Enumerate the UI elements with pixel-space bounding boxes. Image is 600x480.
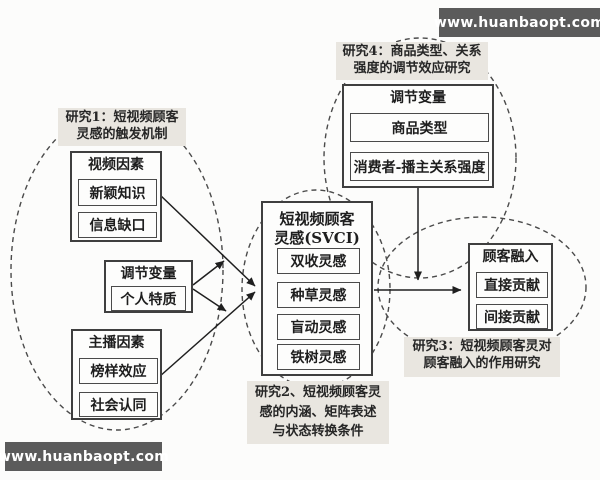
personal-moderator-box: 调节变量 个人特质 — [104, 260, 193, 313]
box-item-tieshu-inspiration: 铁树灵感 — [277, 344, 360, 370]
video-factors-box: 视频因素 新颖知识 信息缺口 — [70, 151, 162, 242]
personal-moderator-title: 调节变量 — [120, 266, 177, 282]
box-item-information-gap: 信息缺口 — [78, 212, 157, 238]
arrow-personal-moderator-upper-path — [192, 260, 225, 286]
study4-label: 研究4：商品类型、关系 强度的调节效应研究 — [336, 42, 488, 80]
svci-box: 短视频顾客 灵感(SVCI) 双收灵感 种草灵感 盲动灵感 铁树灵感 — [261, 201, 373, 376]
box-item-direct-contribution: 直接贡献 — [476, 272, 548, 298]
study1-label: 研究1：短视频顾客 灵感的触发机制 — [58, 108, 186, 146]
study3-label: 研究3：短视频顾客灵对 顾客融入的作用研究 — [404, 337, 560, 377]
streamer-factors-title: 主播因素 — [88, 335, 145, 351]
top-moderator-box: 调节变量 商品类型 消费者-播主关系强度 — [342, 84, 494, 188]
arrow-streamer-factors-to-svci — [158, 291, 256, 378]
box-item-role-model-effect: 榜样效应 — [79, 358, 158, 384]
top-moderator-title: 调节变量 — [390, 90, 446, 106]
customer-engagement-title: 顾客融入 — [482, 249, 539, 265]
box-item-mangdong-inspiration: 盲动灵感 — [277, 314, 360, 340]
box-item-consumer-streamer-tie-strength: 消费者-播主关系强度 — [350, 152, 489, 181]
streamer-factors-box: 主播因素 榜样效应 社会认同 — [71, 329, 162, 420]
watermark-banner-bottom: www.huanbaopt.com — [0, 442, 169, 471]
box-item-shuangshou-inspiration: 双收灵感 — [277, 248, 360, 274]
box-item-social-identity: 社会认同 — [79, 392, 158, 417]
arrow-personal-moderator-lower-path — [192, 288, 227, 312]
box-item-indirect-contribution: 间接贡献 — [476, 304, 548, 329]
customer-engagement-box: 顾客融入 直接贡献 间接贡献 — [468, 243, 553, 331]
box-item-zhongcao-inspiration: 种草灵感 — [277, 282, 360, 308]
study4-scope-ellipse — [323, 37, 517, 279]
box-item-personal-traits: 个人特质 — [111, 286, 186, 311]
video-factors-title: 视频因素 — [88, 157, 144, 173]
svci-title: 短视频顾客 灵感(SVCI) — [274, 210, 360, 247]
watermark-banner-top: www.huanbaopt.com — [434, 8, 600, 37]
arrow-video-factors-to-svci — [158, 193, 256, 287]
box-item-novel-knowledge: 新颖知识 — [78, 179, 157, 206]
box-item-product-type: 商品类型 — [350, 113, 489, 142]
study2-label: 研究2、短视频顾客灵 感的内涵、矩阵表述 与状态转换条件 — [247, 381, 389, 444]
